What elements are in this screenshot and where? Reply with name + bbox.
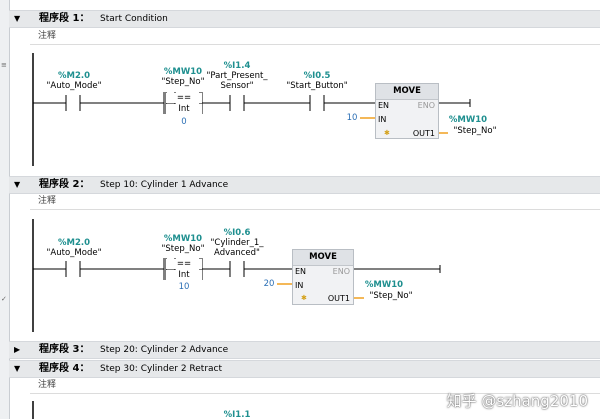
contact-symbol: "Auto_Mode": [46, 248, 102, 258]
network-title[interactable]: Step 20: Cylinder 2 Advance: [100, 345, 229, 355]
move-out-address: %MW10: [448, 115, 488, 125]
contact-address: %I1.4: [223, 61, 251, 71]
contact-symbol-line1: "Part_Present_: [206, 71, 268, 81]
network-4-ladder: %I1.1: [30, 396, 600, 419]
network-1-ladder: %M2.0 "Auto_Mode" %MW10 "Step_No" == Int…: [30, 48, 600, 166]
ladder-diagram: [32, 53, 471, 166]
contact-cylinder-1-advanced[interactable]: [229, 261, 245, 277]
contact-symbol: "Start_Button": [286, 81, 348, 91]
gutter-handle-icon[interactable]: ≡: [1, 61, 7, 69]
eno-pin: ENO: [332, 267, 350, 276]
compare-symbol: "Step_No": [161, 244, 205, 254]
move-title: MOVE: [293, 250, 353, 266]
network-3-header[interactable]: ▶ 程序段 3： Step 20: Cylinder 2 Advance: [9, 341, 600, 359]
compare-type: Int: [166, 104, 202, 114]
contact-address: %M2.0: [57, 71, 91, 81]
eno-pin: ENO: [417, 101, 435, 110]
compare-value: 10: [178, 282, 190, 292]
contact-symbol-line2: Sensor": [220, 81, 254, 91]
compare-type: Int: [166, 270, 202, 280]
collapse-arrow-icon[interactable]: ▼: [14, 364, 21, 373]
contact-address: %I1.1: [223, 410, 251, 419]
network-2-ladder: %M2.0 "Auto_Mode" %MW10 "Step_No" == Int…: [30, 214, 600, 332]
move-out-symbol: "Step_No": [369, 291, 413, 301]
out-pin: OUT1: [327, 294, 350, 303]
in-pin: IN: [295, 281, 304, 290]
move-box[interactable]: MOVE EN ENO IN ✱ OUT1: [375, 83, 439, 139]
network-4-comment[interactable]: 注释: [30, 377, 600, 394]
contact-start-button[interactable]: [309, 95, 325, 111]
contact-symbol-line2: Advanced": [214, 248, 260, 258]
collapse-arrow-icon[interactable]: ▼: [14, 14, 21, 23]
contact-part-present[interactable]: [229, 95, 245, 111]
output-star-icon: ✱: [301, 294, 307, 302]
network-2-comment[interactable]: 注释: [30, 193, 600, 210]
contact-symbol-line1: "Cylinder_1_: [210, 238, 264, 248]
move-out-address: %MW10: [364, 280, 404, 290]
contact-address: %I0.5: [303, 71, 331, 81]
move-in-value[interactable]: 20: [263, 279, 275, 289]
out-pin: OUT1: [412, 129, 435, 138]
network-title[interactable]: Start Condition: [100, 14, 168, 24]
network-label: 程序段 3：: [39, 344, 90, 355]
compare-address: %MW10: [163, 234, 203, 244]
compare-address: %MW10: [163, 67, 203, 77]
left-gutter: [0, 0, 10, 419]
compare-value: 0: [181, 117, 187, 127]
en-pin: EN: [295, 267, 307, 276]
expand-arrow-icon[interactable]: ▶: [14, 345, 21, 354]
network-1-header[interactable]: ▼ 程序段 1： Start Condition: [9, 10, 600, 28]
network-label: 程序段 4：: [39, 363, 90, 374]
comment-text: 注释: [38, 196, 57, 206]
en-pin: EN: [378, 101, 390, 110]
compare-symbol: "Step_No": [161, 77, 205, 87]
network-2-header[interactable]: ▼ 程序段 2： Step 10: Cylinder 1 Advance: [9, 176, 600, 194]
move-in-value[interactable]: 10: [346, 113, 358, 123]
comment-text: 注释: [38, 31, 57, 41]
collapse-arrow-icon[interactable]: ▼: [14, 180, 21, 189]
contact-auto-mode[interactable]: [65, 95, 81, 111]
move-title: MOVE: [376, 84, 438, 100]
move-box[interactable]: MOVE EN ENO IN ✱ OUT1: [292, 249, 354, 305]
network-4-header[interactable]: ▼ 程序段 4： Step 30: Cylinder 2 Retract: [9, 360, 600, 378]
contact-address: %M2.0: [57, 238, 91, 248]
gutter-check-icon: ✓: [1, 295, 7, 303]
compare-operator: ==: [166, 93, 202, 103]
ladder-diagram: [32, 401, 34, 419]
output-star-icon: ✱: [384, 129, 390, 137]
move-out-symbol: "Step_No": [453, 126, 497, 136]
compare-operator: ==: [166, 259, 202, 269]
contact-auto-mode[interactable]: [65, 261, 81, 277]
network-title[interactable]: Step 10: Cylinder 1 Advance: [100, 180, 229, 190]
comment-text: 注释: [38, 380, 57, 390]
ladder-diagram: [32, 219, 441, 332]
contact-address: %I0.6: [223, 228, 251, 238]
watermark: 知乎 @szhang2010: [446, 392, 588, 410]
in-pin: IN: [378, 115, 387, 124]
network-label: 程序段 1：: [39, 13, 90, 24]
network-label: 程序段 2：: [39, 179, 90, 190]
network-1-comment[interactable]: 注释: [30, 28, 600, 45]
network-title[interactable]: Step 30: Cylinder 2 Retract: [100, 364, 223, 374]
contact-symbol: "Auto_Mode": [46, 81, 102, 91]
